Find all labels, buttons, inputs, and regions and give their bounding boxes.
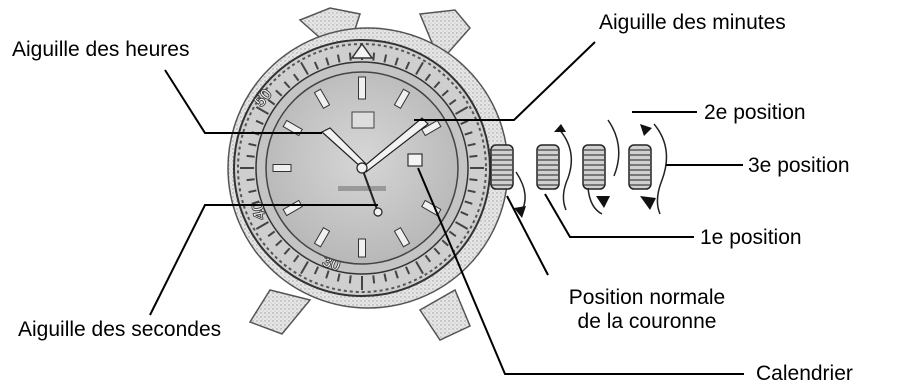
- bezel-tick: [433, 81, 441, 89]
- bezel-tick: [424, 254, 431, 263]
- bezel-tick: [464, 200, 473, 205]
- hour-marker: [313, 88, 331, 109]
- label-pos3: 3e position: [748, 154, 850, 177]
- bezel-tick: [248, 189, 257, 194]
- label-normal-line1: Position normale: [568, 286, 726, 309]
- crown-1e: [536, 144, 560, 190]
- bezel-tick: [255, 106, 269, 115]
- hour-marker: [393, 227, 411, 248]
- bezel-tick: [248, 142, 257, 147]
- bezel-tick: [433, 247, 441, 255]
- bezel-tick: [255, 119, 264, 125]
- crown-normal: [490, 144, 514, 190]
- bezel-tick: [455, 106, 469, 115]
- hands: [320, 117, 429, 217]
- leader-minute-hand: [414, 41, 596, 121]
- bezel-tick: [415, 61, 424, 75]
- leader-second-hand: [149, 204, 378, 316]
- bezel-tick: [394, 57, 399, 66]
- bezel-tick: [313, 266, 319, 275]
- leader-pos1: [544, 193, 694, 238]
- arrow-3e: [653, 123, 668, 215]
- label-pos2: 2e position: [704, 101, 806, 124]
- label-pos1: 1e position: [700, 226, 802, 249]
- bezel-tick: [460, 211, 469, 217]
- label-minute-hand: Aiguille des minutes: [599, 11, 786, 34]
- bezel-tick: [267, 230, 276, 237]
- bezel-tick: [460, 119, 469, 125]
- bezel-tick: [255, 221, 269, 230]
- bezel-mark-40: 40: [249, 201, 269, 222]
- bezel-tick: [448, 230, 457, 237]
- bezel-tick: [246, 178, 255, 182]
- bezel-tick: [275, 239, 283, 247]
- leader-calendar: [417, 167, 744, 375]
- center-pinion: [356, 162, 368, 174]
- bezel-triangle-marker: [350, 42, 374, 59]
- crown-3e: [628, 144, 652, 190]
- bezel-tick: [469, 154, 478, 158]
- bezel-tick: [415, 261, 424, 275]
- hour-marker: [358, 238, 366, 258]
- crown-2e: [582, 144, 606, 190]
- bezel-tick: [325, 270, 330, 279]
- bezel-tick: [325, 57, 330, 66]
- dial-text-block: [338, 186, 386, 191]
- bezel-tick: [267, 99, 276, 106]
- bezel-tick: [441, 89, 449, 97]
- bezel-tick: [464, 131, 473, 136]
- bezel-tick: [293, 73, 300, 82]
- arrow-2e-lower: [587, 187, 603, 215]
- bezel-tick: [441, 239, 449, 247]
- bezel-tick: [300, 61, 309, 75]
- hour-marker: [358, 76, 366, 100]
- bezel-tick: [372, 275, 376, 284]
- bezel-tick: [283, 247, 291, 255]
- hour-marker: [272, 164, 292, 172]
- bezel-tick: [455, 221, 469, 230]
- bezel-tick: [394, 270, 399, 279]
- label-second-hand: Aiguille des secondes: [18, 318, 222, 341]
- bezel-tick: [383, 54, 388, 63]
- leader-hour-hand: [164, 69, 322, 134]
- bezel-tick: [405, 266, 411, 275]
- leader-normal: [506, 195, 549, 276]
- label-hour-hand: Aiguille des heures: [12, 38, 190, 61]
- bezel-tick: [383, 273, 388, 282]
- dial-logo: [351, 111, 375, 129]
- label-normal-position: Position normale de la couronne: [540, 286, 754, 334]
- bezel-tick: [300, 261, 309, 275]
- bezel-tick: [448, 99, 457, 106]
- hour-marker: [313, 227, 331, 248]
- date-window: [407, 153, 423, 167]
- hour-marker: [393, 88, 411, 109]
- bezel-tick: [424, 73, 431, 82]
- bezel-tick: [246, 154, 255, 158]
- bezel-tick: [313, 61, 319, 70]
- bezel-tick: [348, 275, 352, 284]
- arrow-2e-upper: [607, 119, 620, 177]
- bezel-tick: [405, 61, 411, 70]
- bezel-tick: [336, 273, 341, 282]
- rotation-arrows: [514, 119, 668, 218]
- bezel-tick: [467, 142, 476, 147]
- bezel-tick: [251, 200, 260, 205]
- bezel-tick: [336, 54, 341, 63]
- label-normal-line2: de la couronne: [577, 310, 717, 333]
- bezel-tick: [275, 89, 283, 97]
- bezel-tick: [255, 211, 264, 217]
- bezel-tick: [469, 178, 478, 182]
- arrow-1e: [557, 127, 573, 211]
- bezel-tick: [467, 189, 476, 194]
- bezel-tick: [283, 81, 291, 89]
- bezel-tick: [348, 52, 352, 61]
- hour-marker: [421, 119, 442, 137]
- leader-lines: [149, 41, 744, 375]
- label-calendar: Calendrier: [756, 362, 853, 385]
- bezel-tick: [293, 254, 300, 263]
- crown-positions: [490, 144, 652, 190]
- bezel-tick: [372, 52, 376, 61]
